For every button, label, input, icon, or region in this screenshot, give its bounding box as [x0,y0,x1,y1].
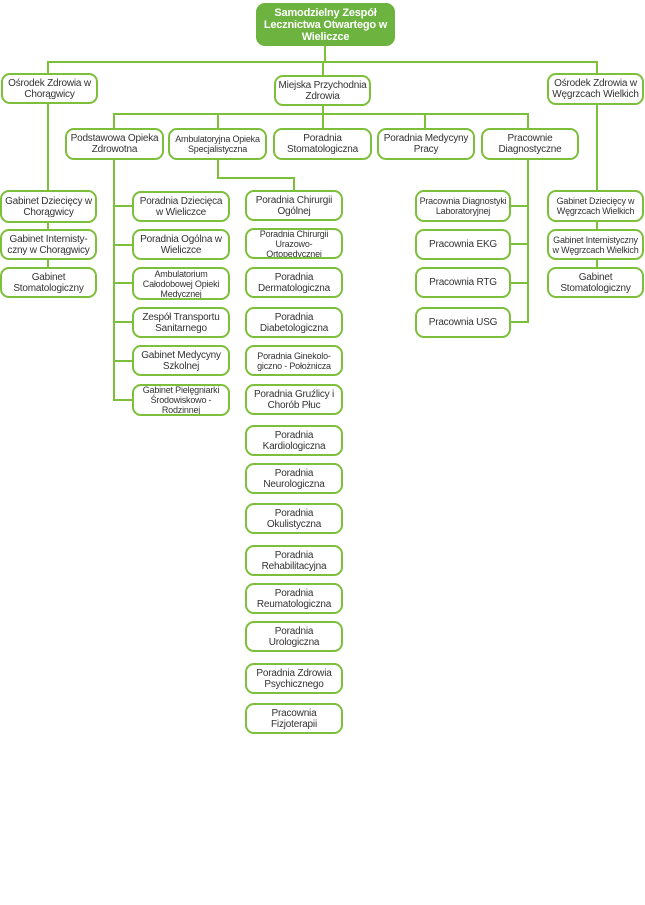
left-branch-label: Ośrodek Zdrowia w Chorągwicy [8,77,91,100]
poz-unit-5[interactable]: Gabinet Pielęgniarki Środowiskowo - Rodz… [132,384,230,416]
right-unit-1-label: Gabinet Internistyczny w Węgrzcach Wielk… [552,234,639,255]
aos-unit-7-label: Poradnia Neurologiczna [263,467,325,490]
diagnostic-unit-0-label: Pracownia Diagnostyki Laboratoryjnej [419,196,507,216]
diagnostic-unit-0[interactable]: Pracownia Diagnostyki Laboratoryjnej [415,190,511,222]
root-label: Samodzielny Zespół Lecznictwa Otwartego … [263,6,388,43]
aos-unit-13[interactable]: Pracownia Fizjoterapii [245,703,343,734]
left-unit-1-label: Gabinet Internisty-czny w Chorągwicy [7,233,90,256]
center-branch-label: Miejska Przychodnia Zdrowia [278,79,367,102]
connector-poz [113,159,133,401]
diagnostic-label: Pracownie Diagnostyczne [498,133,562,155]
poz-node[interactable]: Podstawowa Opieka Zdrowotna [65,128,164,160]
aos-unit-8[interactable]: Poradnia Okulistyczna [245,503,343,534]
aos-unit-3-label: Poradnia Diabetologiczna [259,311,329,334]
poz-unit-3[interactable]: Zespół Transportu Sanitarnego [132,307,230,338]
connector-aos [217,159,295,191]
aos-unit-9[interactable]: Poradnia Rehabilitacyjna [245,545,343,576]
occupational-label: Poradnia Medycyny Pracy [383,133,469,155]
aos-unit-6[interactable]: Poradnia Kardiologiczna [245,425,343,456]
aos-unit-5[interactable]: Poradnia Gruźlicy i Chorób Płuc [245,384,343,415]
right-unit-0[interactable]: Gabinet Dziecięcy w Węgrzcach Wielkich [547,190,644,222]
poz-unit-5-label: Gabinet Pielęgniarki Środowiskowo - Rodz… [142,385,220,415]
right-unit-2[interactable]: Gabinet Stomatologiczny [547,267,644,298]
right-branch-label: Ośrodek Zdrowia w Węgrzcach Wielkich [552,78,639,100]
poz-unit-1[interactable]: Poradnia Ogólna w Wieliczce [132,229,230,260]
poz-unit-0[interactable]: Poradnia Dziecięca w Wieliczce [132,191,230,222]
root-node[interactable]: Samodzielny Zespół Lecznictwa Otwartego … [256,3,395,46]
diagnostic-unit-1-label: Pracownia EKG [429,239,497,250]
diagnostic-unit-1[interactable]: Pracownia EKG [415,229,511,260]
aos-node[interactable]: Ambulatoryjna Opieka Specjalistyczna [168,128,267,160]
diagnostic-unit-2[interactable]: Pracownia RTG [415,267,511,298]
right-unit-2-label: Gabinet Stomatologiczny [560,271,631,294]
center-branch-node[interactable]: Miejska Przychodnia Zdrowia [274,75,371,106]
left-branch-node[interactable]: Ośrodek Zdrowia w Chorągwicy [1,73,98,104]
aos-unit-4[interactable]: Poradnia Ginekolo-giczno - Położnicza [245,345,343,376]
aos-unit-11-label: Poradnia Urologiczna [268,625,320,648]
stomatology-label: Poradnia Stomatologiczna [287,133,358,155]
aos-unit-8-label: Poradnia Okulistyczna [266,507,322,530]
poz-label: Podstawowa Opieka Zdrowotna [70,133,159,155]
aos-unit-10[interactable]: Poradnia Reumatologiczna [245,583,343,614]
poz-unit-4-label: Gabinet Medycyny Szkolnej [141,349,221,372]
connector-center-branch [113,105,529,129]
right-unit-0-label: Gabinet Dziecięcy w Węgrzcach Wielkich [556,196,635,216]
diagnostic-unit-2-label: Pracownia RTG [429,277,497,288]
left-unit-0-label: Gabinet Dziecięcy w Chorągwicy [5,195,92,218]
aos-unit-1-label: Poradnia Chirurgii Urazowo-Ortopedycznej [259,228,329,259]
aos-unit-0[interactable]: Poradnia Chirurgii Ogólnej [245,190,343,221]
stomatology-node[interactable]: Poradnia Stomatologiczna [273,128,372,160]
aos-unit-13-label: Pracownia Fizjoterapii [271,707,317,730]
aos-unit-11[interactable]: Poradnia Urologiczna [245,621,343,652]
aos-unit-3[interactable]: Poradnia Diabetologiczna [245,307,343,338]
left-unit-2-label: Gabinet Stomatologiczny [13,271,84,294]
left-unit-0[interactable]: Gabinet Dziecięcy w Chorągwicy [0,190,97,223]
aos-unit-5-label: Poradnia Gruźlicy i Chorób Płuc [253,388,335,411]
aos-unit-6-label: Poradnia Kardiologiczna [262,429,326,452]
aos-unit-2-label: Poradnia Dermatologiczna [257,271,331,294]
aos-unit-1[interactable]: Poradnia Chirurgii Urazowo-Ortopedycznej [245,228,343,259]
occupational-node[interactable]: Poradnia Medycyny Pracy [377,128,475,160]
diagnostic-unit-3[interactable]: Pracownia USG [415,307,511,338]
connector-diagnostic [510,159,529,323]
right-branch-node[interactable]: Ośrodek Zdrowia w Węgrzcach Wielkich [547,73,644,105]
left-unit-2[interactable]: Gabinet Stomatologiczny [0,267,97,298]
diagnostic-unit-3-label: Pracownia USG [428,317,498,328]
aos-unit-4-label: Poradnia Ginekolo-giczno - Położnicza [257,350,331,371]
aos-unit-7[interactable]: Poradnia Neurologiczna [245,463,343,494]
poz-unit-4[interactable]: Gabinet Medycyny Szkolnej [132,345,230,376]
aos-unit-9-label: Poradnia Rehabilitacyjna [261,549,327,572]
left-unit-1[interactable]: Gabinet Internisty-czny w Chorągwicy [0,229,97,260]
aos-unit-10-label: Poradnia Reumatologiczna [256,587,332,610]
aos-unit-12[interactable]: Poradnia Zdrowia Psychicznego [245,663,343,694]
connector-root [47,45,598,76]
aos-label: Ambulatoryjna Opieka Specjalistyczna [175,134,260,154]
aos-unit-0-label: Poradnia Chirurgii Ogólnej [255,194,333,217]
aos-unit-12-label: Poradnia Zdrowia Psychicznego [256,667,332,690]
right-unit-1[interactable]: Gabinet Internistyczny w Węgrzcach Wielk… [547,229,644,260]
poz-unit-1-label: Poradnia Ogólna w Wieliczce [140,233,222,256]
poz-unit-3-label: Zespół Transportu Sanitarnego [142,311,220,334]
poz-unit-2[interactable]: Ambulatorium Całodobowej Opieki Medyczne… [132,267,230,300]
diagnostic-node[interactable]: Pracownie Diagnostyczne [481,128,579,160]
aos-unit-2[interactable]: Poradnia Dermatologiczna [245,267,343,298]
poz-unit-0-label: Poradnia Dziecięca w Wieliczce [139,195,223,218]
poz-unit-2-label: Ambulatorium Całodobowej Opieki Medyczne… [142,268,220,299]
